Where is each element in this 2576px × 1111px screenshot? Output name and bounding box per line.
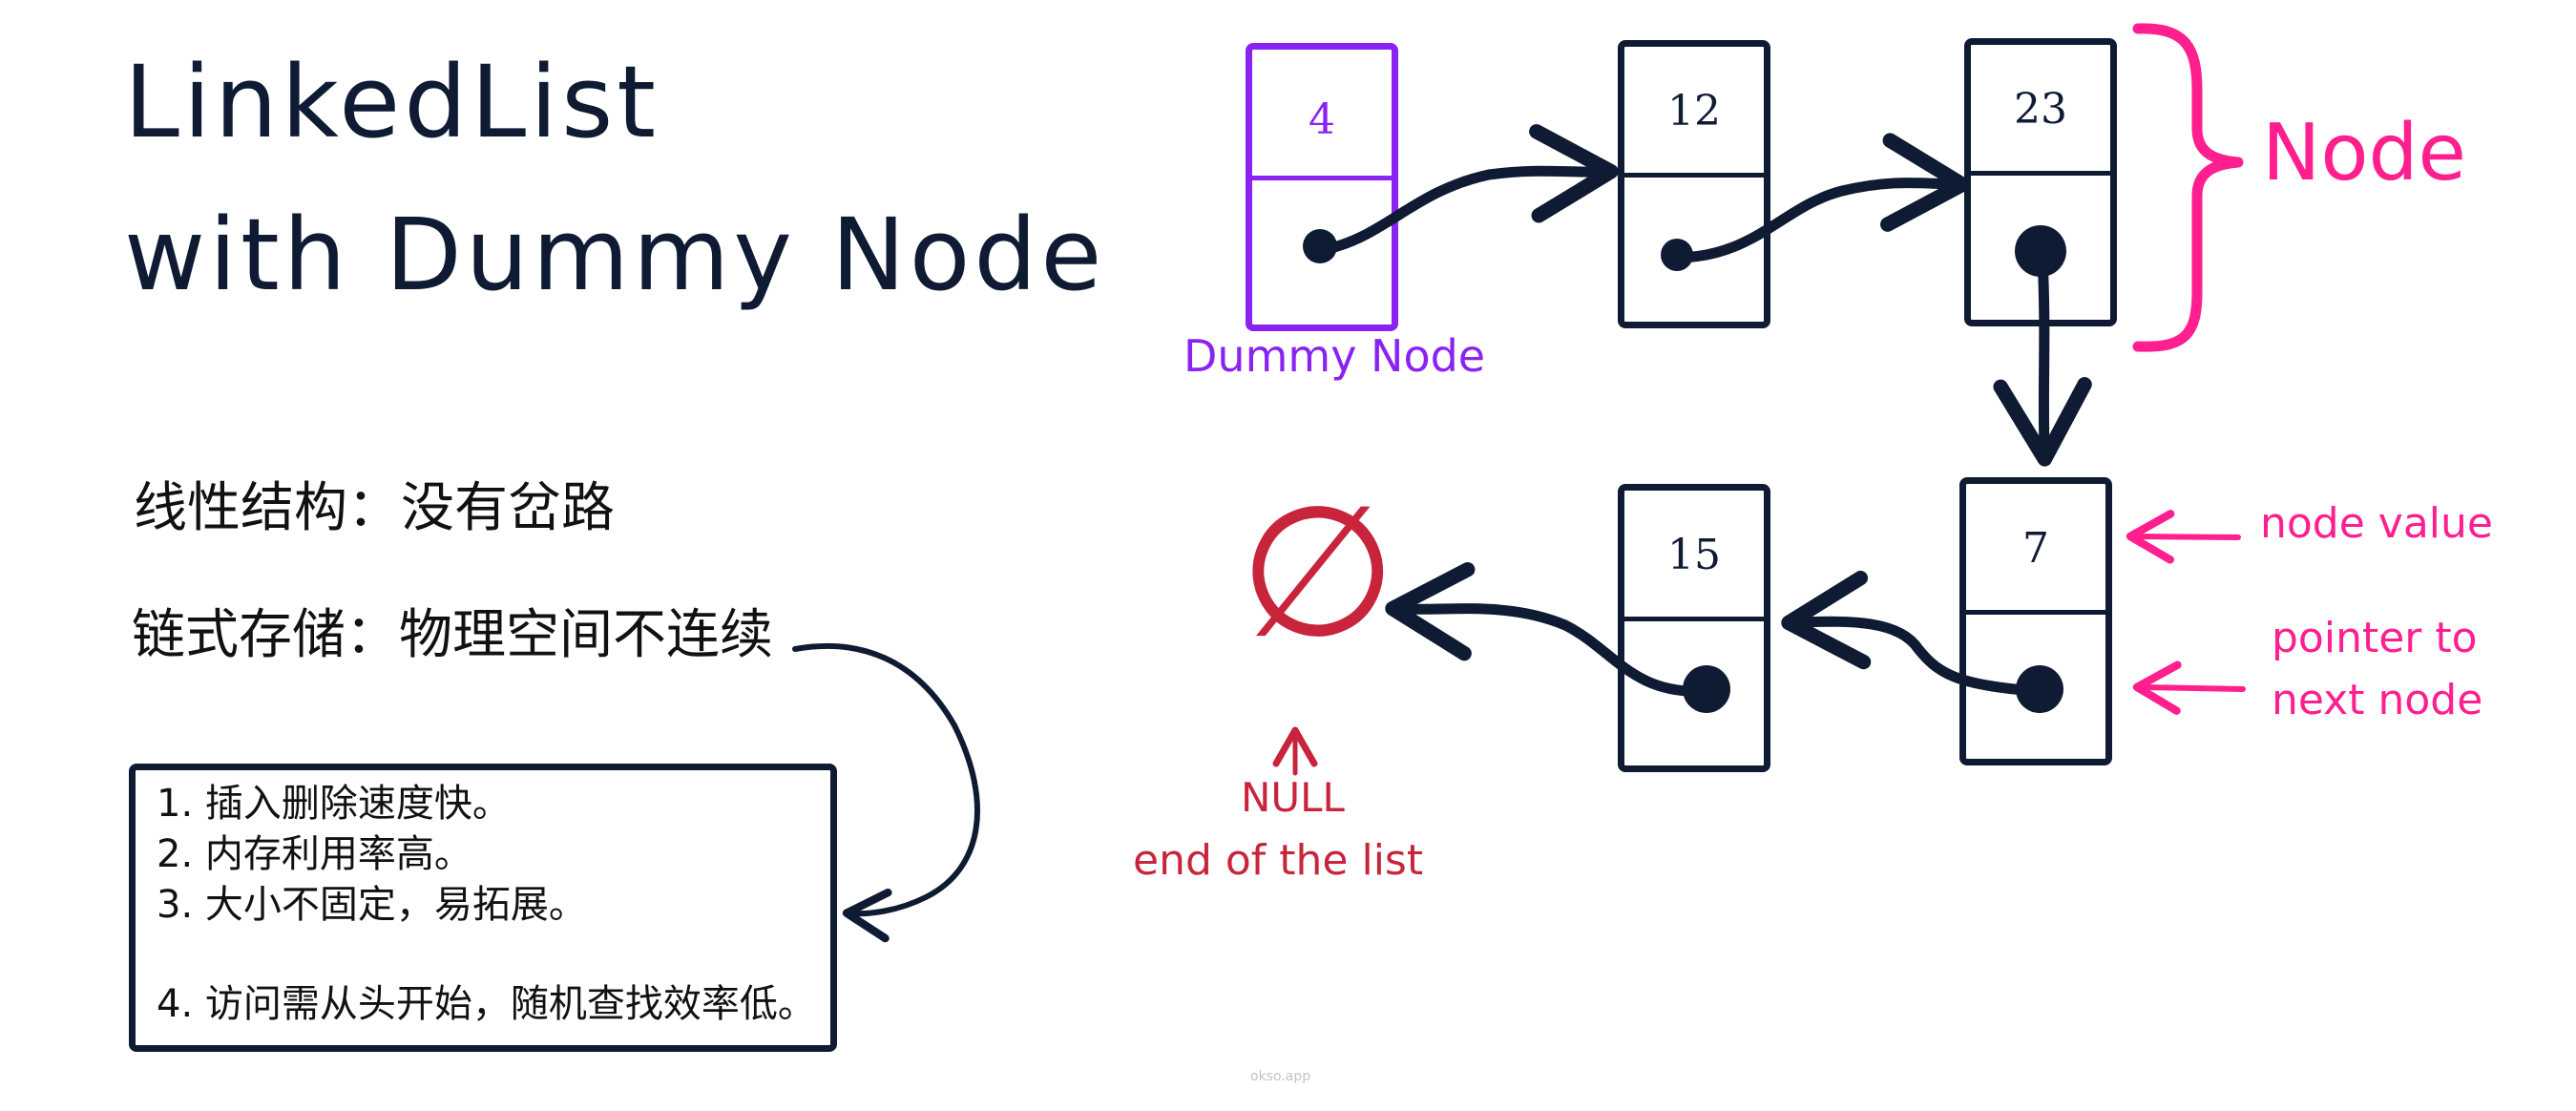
null-symbol: ∅ (1239, 467, 1397, 678)
end-of-list-label: end of the list (1133, 836, 1424, 885)
node-value: 15 (1667, 531, 1721, 579)
pointer-label-line-2: next node (2272, 676, 2483, 724)
note-structure: 线性结构：没有岔路 (134, 477, 615, 539)
feature-item: 1. 插入删除速度快。 (157, 782, 511, 826)
node-divider (1624, 173, 1764, 178)
next-arrow (1385, 561, 1709, 697)
node-12: 12 (1618, 40, 1770, 328)
title-line-2: with Dummy Node (124, 197, 1106, 313)
null-label: NULL (1241, 774, 1345, 821)
node-7: 7 (1959, 477, 2112, 765)
node-brace (2132, 23, 2244, 352)
next-arrow (1674, 133, 1970, 263)
next-arrow (1316, 124, 1619, 256)
node-value-arrow (2126, 510, 2241, 564)
node-value-label: node value (2260, 499, 2493, 548)
note-storage: 链式存储：物理空间不连续 (132, 604, 773, 666)
pointer-dot (2015, 225, 2066, 277)
node-value: 12 (1667, 87, 1721, 136)
node-value: 7 (2022, 524, 2049, 573)
watermark: okso.app (1250, 1069, 1311, 1084)
title-line-1: LinkedList (124, 44, 660, 160)
node-divider (1624, 617, 1764, 621)
features-box: 1. 插入删除速度快。 2. 内存利用率高。 3. 大小不固定，易拓展。 4. … (129, 764, 837, 1052)
dummy-node: 4 (1246, 43, 1398, 331)
node-divider (1971, 171, 2110, 176)
feature-item: 4. 访问需从头开始，随机查找效率低。 (157, 982, 816, 1026)
pointer-arrow (2132, 660, 2246, 715)
feature-item: 2. 内存利用率高。 (157, 832, 472, 876)
node-label: Node (2262, 108, 2467, 199)
node-value: 4 (1309, 95, 1335, 144)
node-divider (1966, 610, 2105, 615)
node-value: 23 (2014, 85, 2067, 134)
next-arrow (1993, 252, 2092, 467)
node-15: 15 (1618, 484, 1770, 772)
node-divider (1252, 176, 1392, 180)
dummy-node-label: Dummy Node (1183, 330, 1486, 382)
pointer-label-line-1: pointer to (2272, 614, 2478, 662)
feature-item: 3. 大小不固定，易拓展。 (157, 883, 587, 927)
explain-arrow (792, 642, 980, 943)
next-arrow (1781, 570, 2042, 697)
